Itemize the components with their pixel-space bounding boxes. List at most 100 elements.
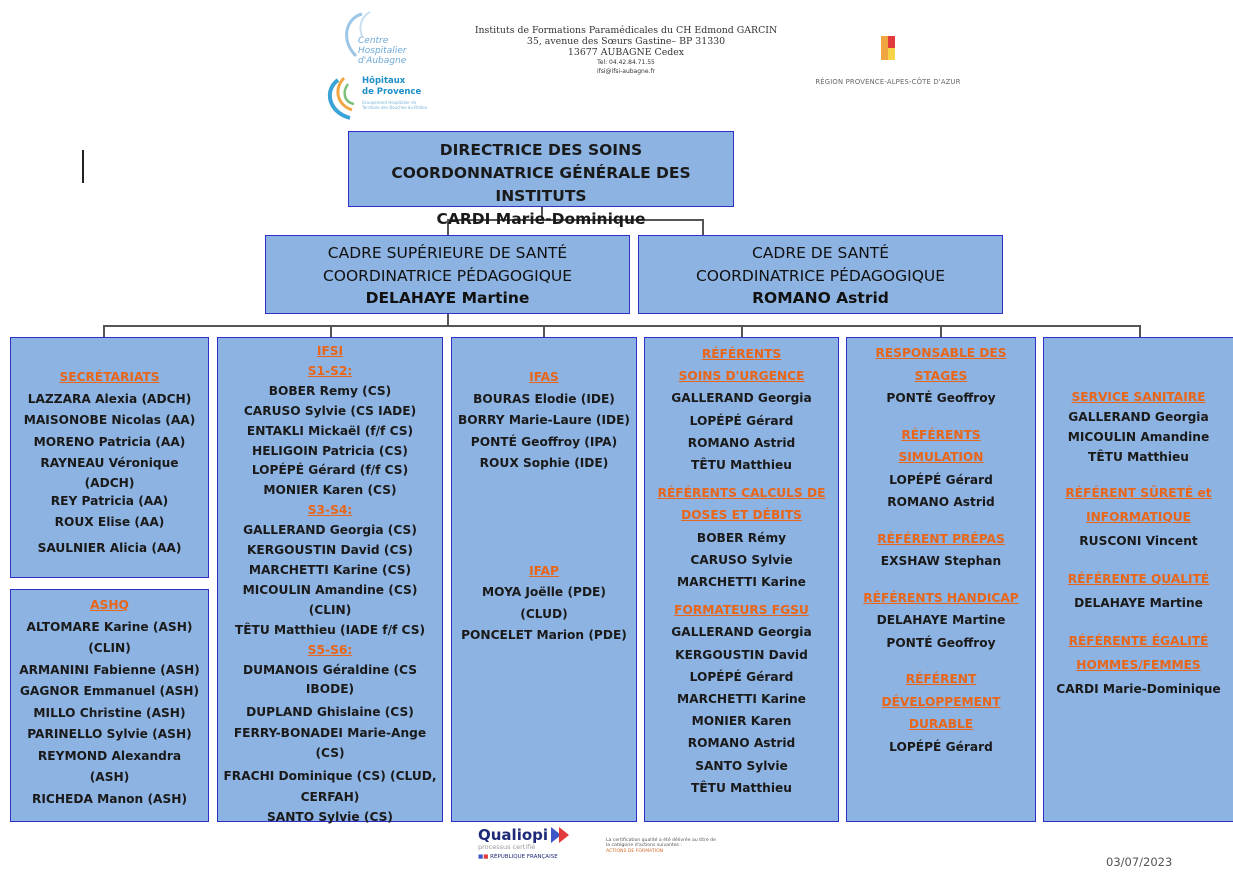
institute-email: ifsi@ifsi-aubagne.fr (596, 68, 656, 76)
connector-director-horizontal (447, 219, 703, 221)
list-item: BOBER Rémy (696, 530, 787, 545)
connector-cadre-down (447, 313, 449, 325)
cadre-left-name: DELAHAYE Martine (365, 289, 530, 307)
ifsi-s5-heading: S5-S6: (307, 642, 353, 657)
director-name: CARDI Marie-Dominique (436, 210, 646, 228)
cadre-right-subtitle: COORDINATRICE PÉDAGOGIQUE (695, 266, 946, 285)
list-item: TÊTU Matthieu (691, 458, 792, 473)
list-item: PONTÉ Geoffroy (886, 391, 996, 405)
institute-street: 35, avenue des Sœurs Gastine– BP 31330 (526, 35, 726, 47)
institute-tel: Tel: 04.42.84.71.55 (597, 59, 655, 67)
text-cursor (82, 150, 84, 183)
list-item: LOPÉPÉ Gérard (889, 739, 993, 754)
ifas-box: IFAS BOURAS Elodie (IDE) BORRY Marie-Lau… (451, 337, 637, 822)
connector-col4 (741, 325, 743, 337)
list-item: TÊTU Matthieu (IADE f/f CS) (234, 622, 426, 637)
list-item: CARUSO Sylvie (690, 552, 793, 567)
list-item: ENTAKLI Mickaël (f/f CS) (246, 423, 414, 438)
list-item: CARUSO Sylvie (CS IADE) (243, 403, 417, 418)
region-flag-icon (881, 36, 895, 60)
list-item: SANTO Sylvie (CS) (267, 810, 393, 825)
list-item: PONTÉ Geoffroy (IPA) (470, 434, 618, 449)
ashq-heading: ASHQ (90, 598, 129, 612)
list-item: ROMANO Astrid (887, 495, 995, 509)
connector-col6 (1139, 325, 1141, 337)
ch-logo-line2: Hospitalier (358, 46, 407, 56)
institute-city: 13677 AUBAGNE Cedex (567, 46, 685, 58)
list-item: TÊTU Matthieu (1088, 450, 1189, 464)
developpement-heading-2: DÉVELOPPEMENT (881, 694, 1001, 709)
connector-left-cadre-up (447, 219, 449, 235)
republique-text: RÉPUBLIQUE FRANÇAISE (490, 854, 558, 860)
list-item: MARCHETTI Karine (CS) (248, 562, 412, 577)
calculs-heading-2: DOSES ET DÉBITS (681, 508, 802, 523)
cadre-right-name: ROMANO Astrid (752, 289, 889, 307)
secretariats-box: SECRÉTARIATS LAZZARA Alexia (ADCH) MAISO… (10, 337, 209, 578)
surete-heading-2: INFORMATIQUE (1086, 510, 1191, 524)
director-title: DIRECTRICE DES SOINS (439, 141, 643, 159)
list-item: MONIER Karen (CS) (263, 483, 397, 498)
hospital-logo-icon (327, 11, 371, 120)
ch-logo-text: Centre Hospitalier d'Aubagne (358, 36, 406, 66)
qualite-heading: RÉFÉRENTE QUALITÉ (1067, 572, 1210, 586)
hp-logo-line1: Hôpitaux (362, 76, 406, 86)
qualiopi-text: Qualiopi (478, 826, 549, 844)
hp-logo-line2: de Provence (362, 87, 422, 97)
region-label: RÉGION PROVENCE-ALPES-CÔTE D'AZUR (815, 78, 961, 86)
document-date: 03/07/2023 (1106, 855, 1173, 869)
ifas-heading: IFAS (529, 370, 559, 384)
list-item: MICOULIN Amandine (1067, 430, 1210, 444)
list-item: MARCHETTI Karine (677, 575, 806, 590)
list-item: GALLERAND Georgia (1068, 410, 1209, 424)
list-item: KERGOUSTIN David (CS) (246, 543, 413, 558)
region-logo: RÉGION PROVENCE-ALPES-CÔTE D'AZUR (790, 36, 986, 86)
handicap-heading: RÉFÉRENTS HANDICAP (863, 590, 1019, 605)
director-box: DIRECTRICE DES SOINS COORDONNATRICE GÉNÉ… (348, 131, 734, 228)
director-subtitle: COORDONNATRICE GÉNÉRALE DES INSTITUTS (391, 164, 691, 205)
stages-heading: RESPONSABLE DES (875, 346, 1007, 360)
list-item: LAZZARA Alexia (ADCH) (27, 391, 192, 406)
list-item: MOYA Joëlle (PDE) (482, 585, 606, 599)
sanitaire-heading: SERVICE SANITAIRE (1071, 390, 1206, 404)
developpement-heading: RÉFÉRENT (905, 672, 977, 686)
list-item: TÊTU Matthieu (691, 780, 792, 795)
qualiopi-logo: Qualiopi processus certifié ■■ RÉPUBLIQU… (478, 826, 573, 860)
institute-name: Instituts de Formations Paramédicales du… (474, 25, 778, 36)
list-item: IBODE) (305, 682, 355, 697)
list-item: MONIER Karen (691, 714, 792, 729)
list-item: (ADCH) (84, 475, 135, 490)
connector-right-cadre-up (702, 219, 704, 235)
list-item: ARMANINI Fabienne (ASH) (19, 662, 200, 677)
list-item: LOPÉPÉ Gérard (f/f CS) (251, 463, 409, 478)
urgence-heading-2: SOINS D'URGENCE (678, 369, 805, 384)
ifsi-s1-heading: S1-S2: (307, 363, 353, 378)
ch-aubagne-logo: Centre Hospitalier d'Aubagne Hôpitaux de… (318, 8, 440, 126)
list-item: LOPÉPÉ Gérard (689, 669, 794, 684)
fgsu-heading: FORMATEURS FGSU (674, 603, 809, 618)
list-item: BOURAS Elodie (IDE) (473, 391, 615, 406)
ifsi-box: IFSI S1-S2: BOBER Remy (CS) CARUSO Sylvi… (217, 337, 443, 824)
simulation-heading-2: SIMULATION (898, 450, 984, 464)
list-item: MARCHETTI Karine (677, 692, 806, 707)
list-item: (CLUD) (520, 606, 568, 621)
cadre-left-subtitle: COORDINATRICE PÉDAGOGIQUE (322, 266, 573, 285)
ashq-box: ASHQ ALTOMARE Karine (ASH) (CLIN) ARMANI… (10, 589, 209, 822)
connector-columns-horizontal (103, 325, 1140, 327)
secretariats-heading: SECRÉTARIATS (59, 370, 160, 384)
cadre-superieure-box: CADRE SUPÉRIEURE DE SANTÉ COORDINATRICE … (265, 235, 630, 314)
list-item: RAYNEAU Véronique (40, 456, 179, 470)
urgence-heading: RÉFÉRENTS (701, 347, 782, 361)
list-item: REYMOND Alexandra (37, 748, 182, 763)
connector-col1 (103, 325, 105, 337)
connector-col3 (543, 325, 545, 337)
list-item: LOPÉPÉ Gérard (889, 472, 993, 487)
list-item: DELAHAYE Martine (1074, 596, 1203, 610)
list-item: GALLERAND Georgia (671, 391, 812, 406)
connector-col2 (330, 325, 332, 337)
list-item: REY Patricia (AA) (50, 493, 169, 508)
egalite-heading: RÉFÉRENTE ÉGALITÉ (1068, 634, 1209, 648)
republique-label: ■■ RÉPUBLIQUE FRANÇAISE (478, 854, 558, 860)
stages-box: RESPONSABLE DES STAGES PONTÉ Geoffroy RÉ… (846, 337, 1036, 822)
list-item: GALLERAND Georgia (CS) (243, 523, 417, 538)
list-item: RICHEDA Manon (ASH) (31, 791, 188, 806)
